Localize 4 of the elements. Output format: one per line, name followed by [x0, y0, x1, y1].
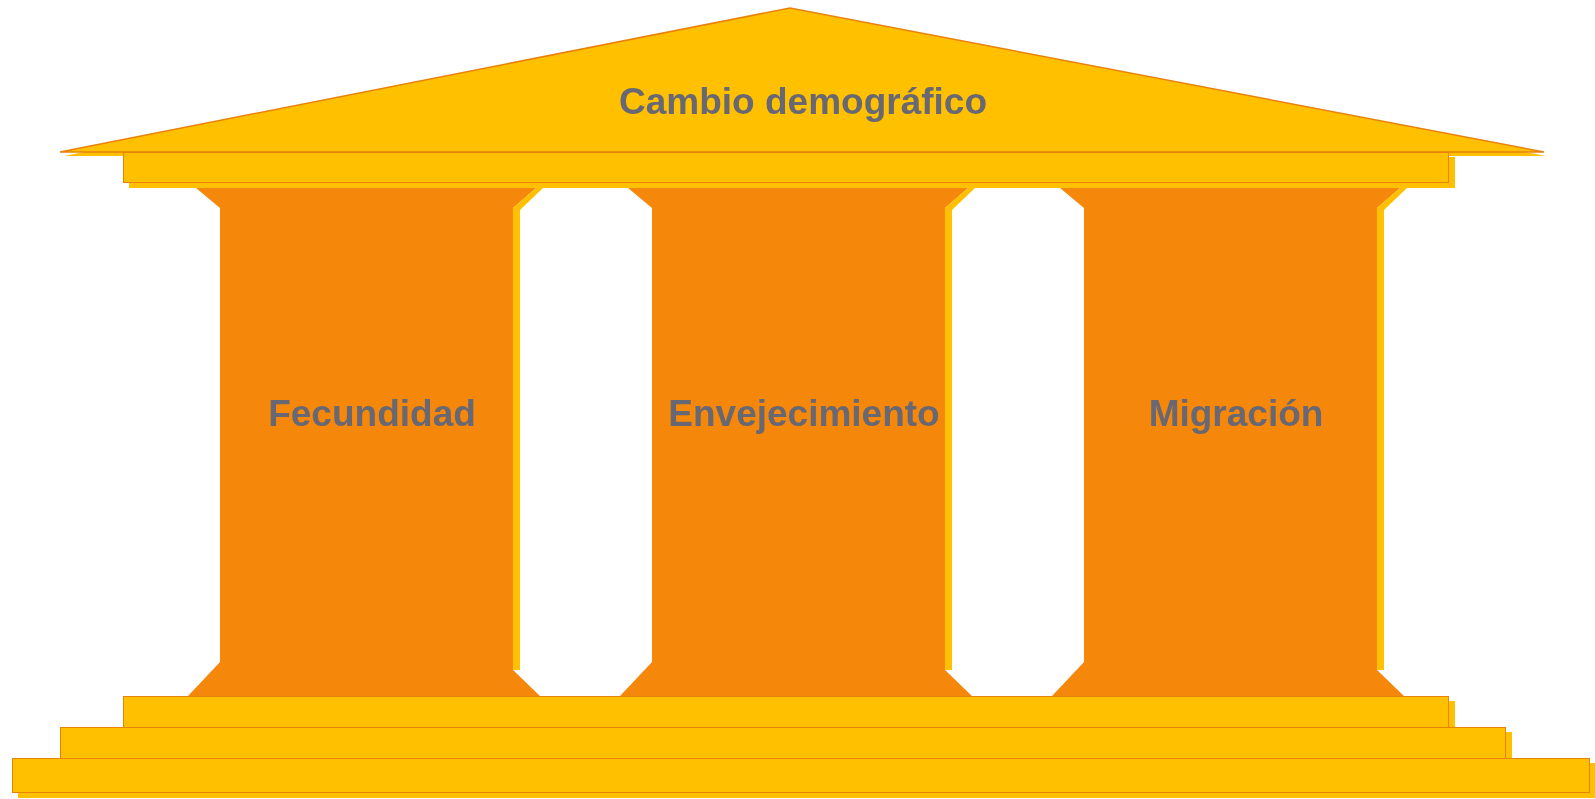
pillar-label: Envejecimiento [667, 392, 941, 436]
pillar-label: Fecundidad [267, 392, 477, 436]
pillar-label: Migración [1147, 392, 1325, 436]
roof-title: Cambio demográfico [618, 80, 988, 124]
